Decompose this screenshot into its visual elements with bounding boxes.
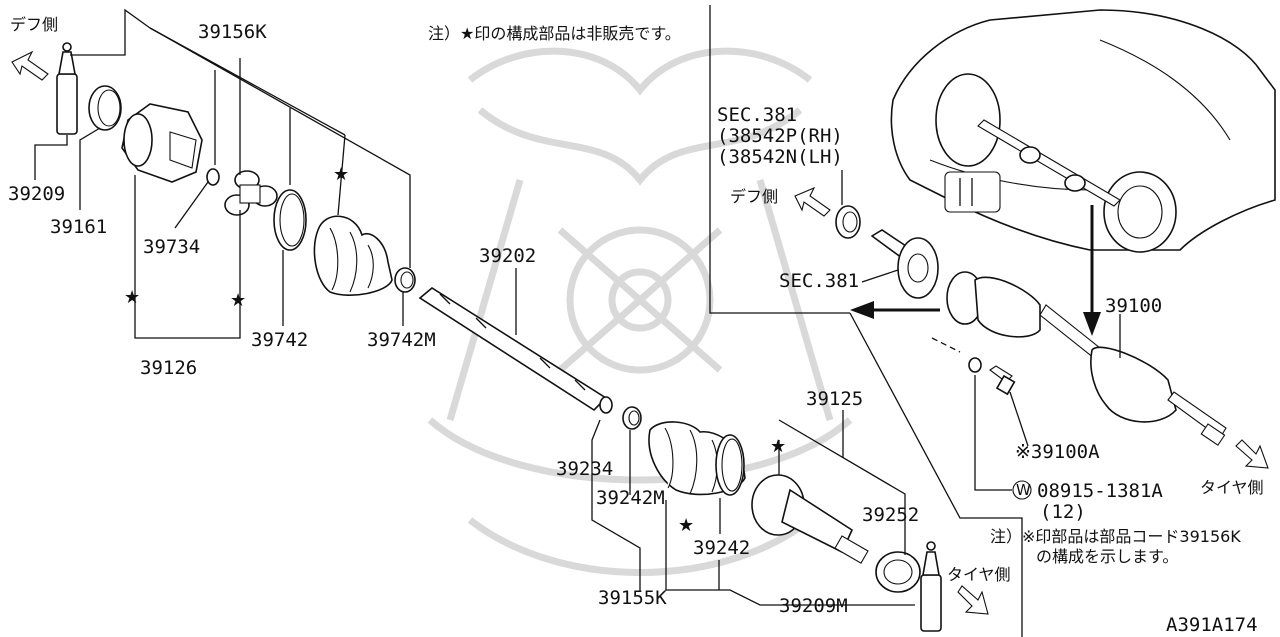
note-bottom-line2: の構成を示します。	[1036, 547, 1178, 566]
label-sec381-lh: (38542N(LH)	[717, 146, 843, 168]
label-39242: 39242	[693, 537, 750, 559]
diff-side-label-inset: デフ側	[730, 187, 778, 206]
watermark-emblem	[427, 47, 853, 576]
car-front-illustration	[890, 9, 1276, 253]
tire-side-arrow-bottom	[957, 585, 989, 615]
star-mark-3: ★	[230, 290, 246, 311]
label-sec381-b: SEC.381	[779, 270, 859, 292]
label-39100: 39100	[1105, 295, 1162, 317]
label-39242M: 39242M	[596, 487, 665, 509]
diff-side-label-top: デフ側	[10, 15, 58, 34]
label-39234: 39234	[556, 458, 613, 480]
part-39234-snap-ring	[599, 396, 613, 414]
dashed-leader	[931, 337, 961, 353]
part-39161-cap	[88, 85, 122, 131]
part-bolt-39100A	[989, 365, 1016, 396]
label-sec381-rh: (38542P(RH)	[717, 125, 843, 147]
label-39156K: 39156K	[198, 21, 267, 43]
star-mark-4: ★	[770, 436, 786, 457]
inset-frame	[709, 5, 1023, 637]
part-39242-band	[715, 434, 745, 496]
label-39100A: ※39100A	[1015, 441, 1100, 463]
label-39155K: 39155K	[598, 587, 667, 609]
label-39126: 39126	[140, 357, 197, 379]
part-spider-assembly	[224, 170, 278, 216]
label-39742M: 39742M	[367, 329, 436, 351]
diff-side-arrow-inset	[794, 186, 831, 217]
drawing-id: A391A174	[1166, 614, 1258, 636]
part-oil-seal	[835, 205, 861, 239]
diff-side-arrow-left	[11, 50, 49, 81]
leader-lines-left	[34, 8, 411, 339]
star-mark-1: ★	[333, 164, 349, 185]
part-washer	[968, 357, 982, 373]
label-39252: 39252	[862, 504, 919, 526]
tire-side-arrow-right	[1235, 439, 1269, 469]
label-sec381-a: SEC.381	[717, 104, 797, 126]
part-39734-snap-ring	[206, 168, 220, 186]
label-39125: 39125	[806, 388, 863, 410]
label-08915-qty: (12)	[1040, 501, 1086, 523]
label-39734: 39734	[143, 236, 200, 258]
tire-side-label-bottom: タイヤ側	[947, 565, 1011, 584]
note-top: 注）★印の構成部品は非販売です。	[428, 24, 681, 43]
callout-arrow-down	[1083, 205, 1101, 336]
note-bottom-line1: 注）※印部品は部品コード39156K	[990, 527, 1241, 546]
part-39209M-grease-tube	[920, 541, 942, 632]
part-39742M-small-band	[394, 267, 416, 293]
part-39209-grease-tube	[56, 42, 78, 135]
part-39202-shaft	[418, 287, 608, 412]
label-08915-1381A: 08915-1381A	[1037, 480, 1163, 502]
part-39100-driveshaft-assembly	[946, 271, 1227, 446]
label-39742: 39742	[251, 329, 308, 351]
part-39252-seal	[875, 551, 921, 593]
star-mark-5: ★	[678, 515, 694, 536]
washer-mark-badge: W	[1012, 480, 1032, 500]
label-39209: 39209	[8, 183, 65, 205]
tire-side-label-right: タイヤ側	[1200, 478, 1264, 497]
label-39202: 39202	[479, 245, 536, 267]
callout-arrow-left	[850, 301, 940, 319]
part-39242M-small-band	[622, 406, 642, 430]
label-39161: 39161	[50, 216, 107, 238]
svg-text:W: W	[1016, 481, 1031, 499]
label-39209M: 39209M	[779, 595, 848, 617]
part-39742-band	[273, 189, 307, 251]
leader-lines-center	[515, 268, 915, 606]
part-side-flange	[870, 229, 939, 299]
part-boot-inner	[313, 215, 393, 296]
part-outer-cv-joint	[751, 474, 869, 564]
leader-lines-inset	[841, 170, 1121, 491]
star-mark-2: ★	[124, 287, 140, 308]
part-housing	[121, 103, 203, 183]
